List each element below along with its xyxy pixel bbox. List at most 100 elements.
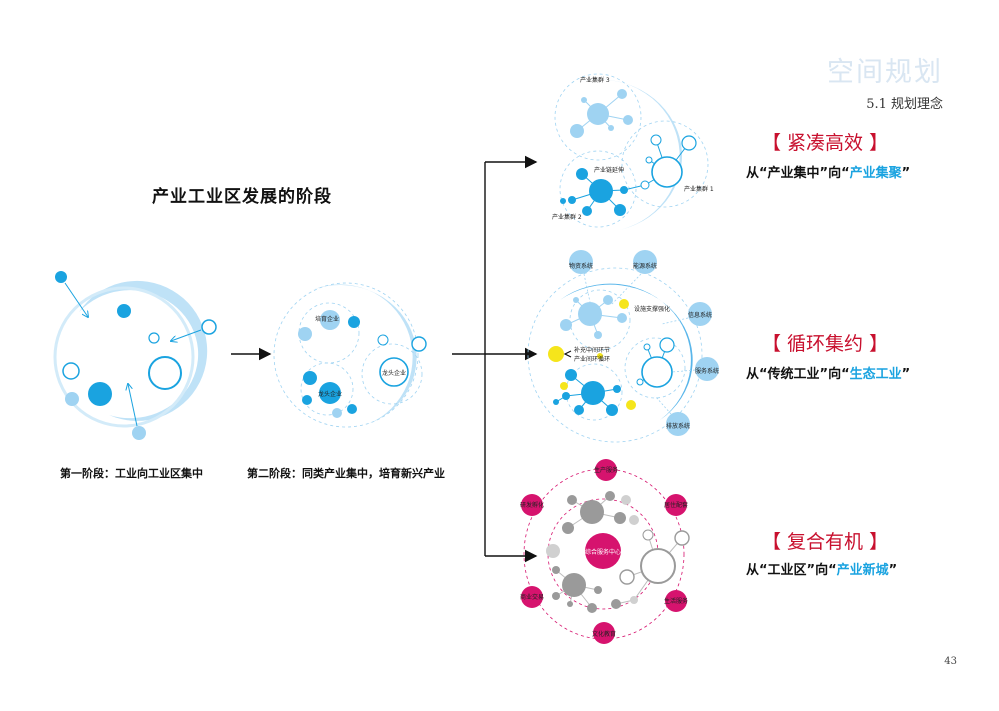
node (302, 395, 312, 405)
node (567, 601, 573, 607)
node (568, 196, 576, 204)
label-energy: 能源系统 (633, 262, 657, 270)
label-service: 服务系统 (695, 367, 719, 375)
node (608, 125, 614, 131)
system-info-node (688, 302, 712, 326)
stage-2-diagram: 培育企业 龙头企业 龙头企业 (273, 282, 427, 428)
tier-3-diagram: 综合服务中心 生产服务 研发孵化 居住配套 商业交易 生活服务 文化教育 (520, 459, 690, 644)
node (606, 404, 618, 416)
node (553, 399, 559, 405)
tier-1-diagram: 产业集群 3 产业链延伸 产业集群 2 产业集群 1 (552, 73, 714, 230)
node (319, 382, 341, 404)
node (589, 179, 613, 203)
tier-1-title: 【 紧凑高效 】 (762, 132, 889, 154)
label-cluster1: 产业集群 1 (684, 185, 714, 193)
node (560, 198, 566, 204)
node (377, 334, 389, 346)
node (636, 378, 644, 386)
node (681, 135, 697, 151)
yellow-node (597, 353, 603, 359)
header-title: 空间规划 (827, 57, 943, 88)
dashed-ring (559, 150, 637, 228)
node (201, 319, 217, 335)
tier-1-desc-suffix: ” (901, 166, 911, 181)
node (640, 548, 676, 584)
dashed-ring (273, 282, 419, 428)
dashed-ring (300, 362, 354, 416)
node (617, 313, 627, 323)
branch-connector (480, 155, 538, 563)
function-life-node (665, 590, 687, 612)
node (132, 426, 146, 440)
stage-1-caption: 第一阶段：工业向工业区集中 (60, 467, 203, 480)
label-info: 信息系统 (688, 311, 712, 319)
node (641, 356, 673, 388)
node (605, 491, 615, 501)
node (614, 204, 626, 216)
system-energy-node (633, 250, 657, 274)
yellow-node (560, 382, 568, 390)
stage-2-caption: 第二阶段：同类产业集中，培育新兴产业 (247, 467, 445, 480)
yellow-node (626, 400, 636, 410)
yellow-node (619, 299, 629, 309)
dashed-ring-outer (523, 468, 685, 640)
function-production-node (595, 459, 617, 481)
node (570, 124, 584, 138)
node (552, 592, 560, 600)
node (320, 310, 340, 330)
label-loop: 产业间环循环 (574, 355, 610, 363)
label-production: 生产服务 (594, 466, 618, 474)
node (587, 603, 597, 613)
node (645, 156, 653, 164)
node (611, 599, 621, 609)
tier-1-desc: 从“产业集中”向“产业集聚” (746, 162, 910, 181)
label-chain: 产业链延伸 (594, 166, 624, 174)
function-rd-node (521, 494, 543, 516)
node (630, 596, 638, 604)
tier-2-title: 【 循环集约 】 (762, 333, 889, 355)
node (623, 115, 633, 125)
node (88, 382, 112, 406)
node (576, 168, 588, 180)
dashed-ring (361, 343, 423, 405)
node (117, 304, 131, 318)
node (613, 385, 621, 393)
arrow-line (64, 282, 88, 317)
label-commerce: 商业交易 (520, 593, 544, 601)
system-service-node (695, 357, 719, 381)
node (674, 530, 690, 546)
node (573, 297, 579, 303)
tier-3-title: 【 复合有机 】 (762, 531, 889, 553)
node (620, 186, 628, 194)
node (552, 566, 560, 574)
node (332, 408, 342, 418)
tier-2-desc-prefix: 从“传统工业”向“ (746, 367, 850, 382)
node (642, 529, 654, 541)
node (643, 343, 651, 351)
node (614, 512, 626, 524)
node (565, 369, 577, 381)
node (581, 97, 587, 103)
dashed-ring (624, 337, 686, 399)
stage-1-diagram (53, 271, 217, 440)
node (148, 356, 182, 390)
node (640, 180, 650, 190)
label-cluster3: 产业集群 3 (580, 76, 610, 84)
node (560, 319, 572, 331)
main-title: 产业工业区发展的阶段 (152, 187, 332, 207)
node (546, 544, 560, 558)
system-emission-node (666, 412, 690, 436)
page-number: 43 (944, 656, 957, 667)
node (303, 371, 317, 385)
label-cluster2: 产业集群 2 (552, 213, 582, 221)
tier-3-desc-prefix: 从“工业区”向“ (746, 563, 837, 578)
tier-2-desc: 从“传统工业”向“生态工业” (746, 363, 910, 382)
link (583, 273, 591, 303)
node (379, 357, 409, 387)
dashed-ring (569, 289, 631, 351)
arrow-line (128, 384, 138, 427)
tier-2-desc-suffix: ” (901, 367, 911, 382)
function-commerce-node (521, 586, 543, 608)
node (578, 302, 602, 326)
